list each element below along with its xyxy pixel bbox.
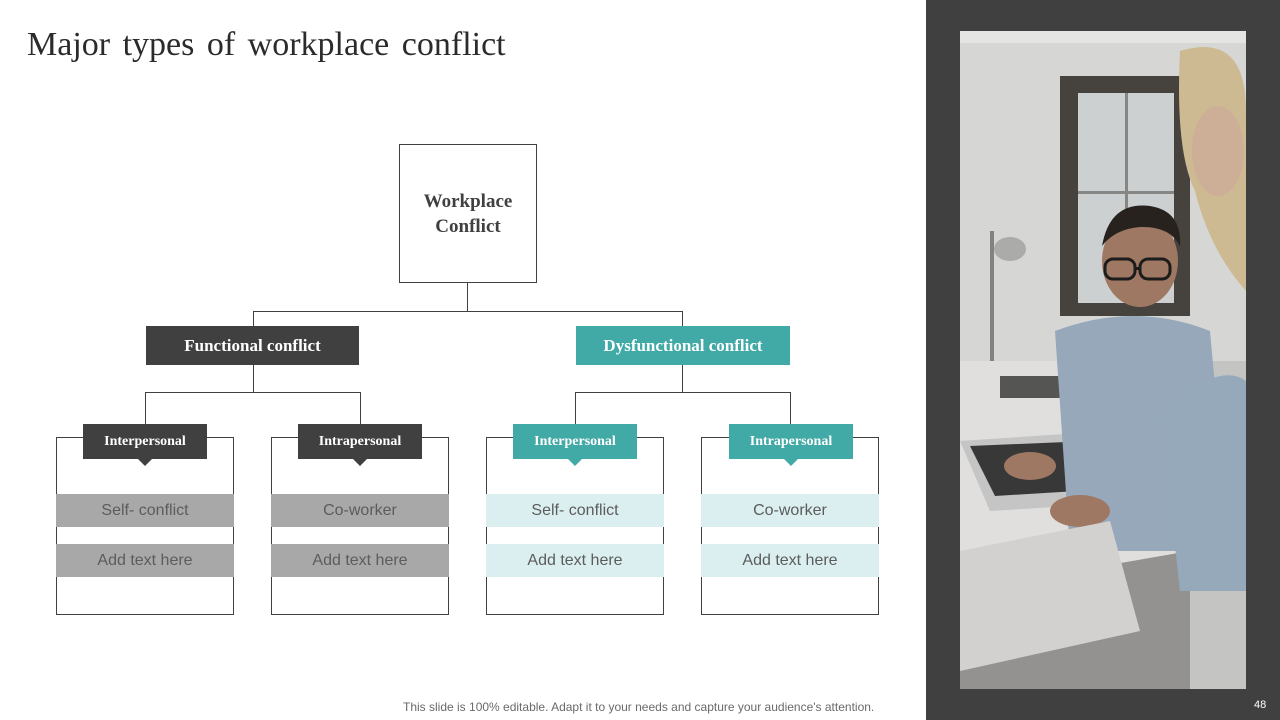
connector-line xyxy=(253,311,254,326)
root-node-label: Workplace Conflict xyxy=(423,190,513,237)
connector-line xyxy=(575,392,576,424)
item-dysfunctional-interpersonal-1: Self- conflict xyxy=(486,494,664,527)
functional-conflict-node: Functional conflict xyxy=(146,326,359,365)
connector-line xyxy=(682,365,683,392)
connector-line xyxy=(790,392,791,424)
dysfunctional-conflict-node: Dysfunctional conflict xyxy=(576,326,790,365)
slide-title: Major types of workplace conflict xyxy=(27,26,506,63)
connector-line xyxy=(467,283,468,311)
connector-line xyxy=(360,392,361,424)
connector-line xyxy=(253,311,683,312)
tag-functional-intrapersonal: Intrapersonal xyxy=(298,424,422,466)
page-number: 48 xyxy=(1254,699,1267,711)
office-photo xyxy=(960,31,1246,689)
item-dysfunctional-interpersonal-2: Add text here xyxy=(486,544,664,577)
item-functional-intrapersonal-1: Co-worker xyxy=(271,494,449,527)
connector-line xyxy=(145,392,146,424)
item-dysfunctional-intrapersonal-2: Add text here xyxy=(701,544,879,577)
connector-line xyxy=(682,311,683,326)
tag-functional-interpersonal: Interpersonal xyxy=(83,424,207,466)
connector-line xyxy=(575,392,791,393)
item-functional-intrapersonal-2: Add text here xyxy=(271,544,449,577)
tag-dysfunctional-intrapersonal: Intrapersonal xyxy=(729,424,853,466)
tag-dysfunctional-interpersonal: Interpersonal xyxy=(513,424,637,466)
root-node: Workplace Conflict xyxy=(399,144,537,283)
footer-note: This slide is 100% editable. Adapt it to… xyxy=(403,700,875,714)
item-functional-interpersonal-1: Self- conflict xyxy=(56,494,234,527)
connector-line xyxy=(145,392,361,393)
item-functional-interpersonal-2: Add text here xyxy=(56,544,234,577)
item-dysfunctional-intrapersonal-1: Co-worker xyxy=(701,494,879,527)
connector-line xyxy=(253,365,254,392)
